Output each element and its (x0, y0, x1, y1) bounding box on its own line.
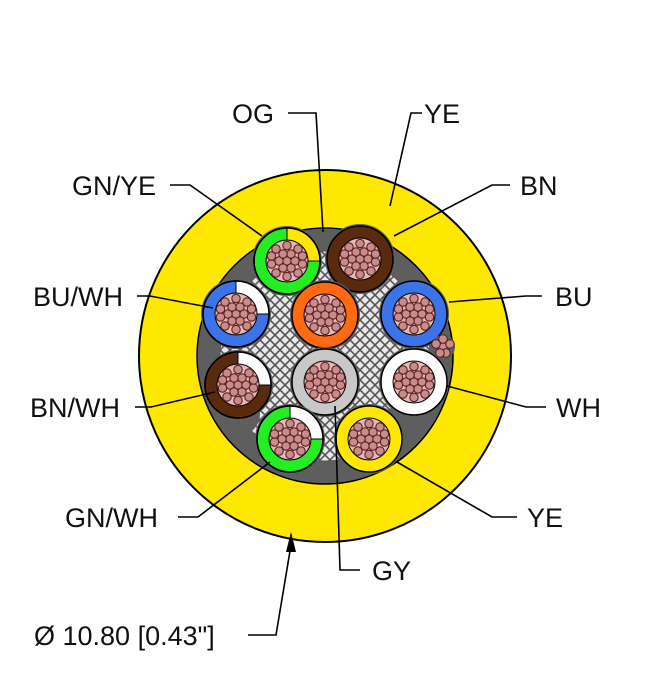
conductor-gn-ye (252, 226, 322, 296)
conductor-bu-wh (201, 279, 271, 349)
conductor-gn-wh (255, 404, 325, 474)
conductors (201, 224, 449, 474)
conductor-bn-wh (203, 350, 273, 420)
label-bu: BU (555, 282, 593, 312)
conductor-gy (290, 347, 360, 417)
label-gn-wh: GN/WH (65, 503, 158, 533)
conductor-wh (379, 347, 449, 417)
leader-lines (135, 112, 546, 636)
label-gn-ye: GN/YE (72, 171, 156, 201)
conductor-bu (379, 279, 449, 349)
label-ye-bottom: YE (527, 503, 563, 533)
label-bn: BN (520, 171, 558, 201)
label-bu-wh: BU/WH (33, 282, 123, 312)
conductor-ye (334, 404, 404, 474)
conductor-og (290, 280, 360, 350)
label-gy: GY (372, 556, 411, 586)
conductor-bn (325, 224, 395, 294)
label-wh: WH (556, 393, 601, 423)
label-og: OG (232, 99, 274, 129)
label-diameter: Ø 10.80 [0.43"] (34, 621, 215, 651)
drain-wire (431, 334, 455, 359)
label-ye-top: YE (424, 99, 460, 129)
label-bn-wh: BN/WH (30, 393, 120, 423)
